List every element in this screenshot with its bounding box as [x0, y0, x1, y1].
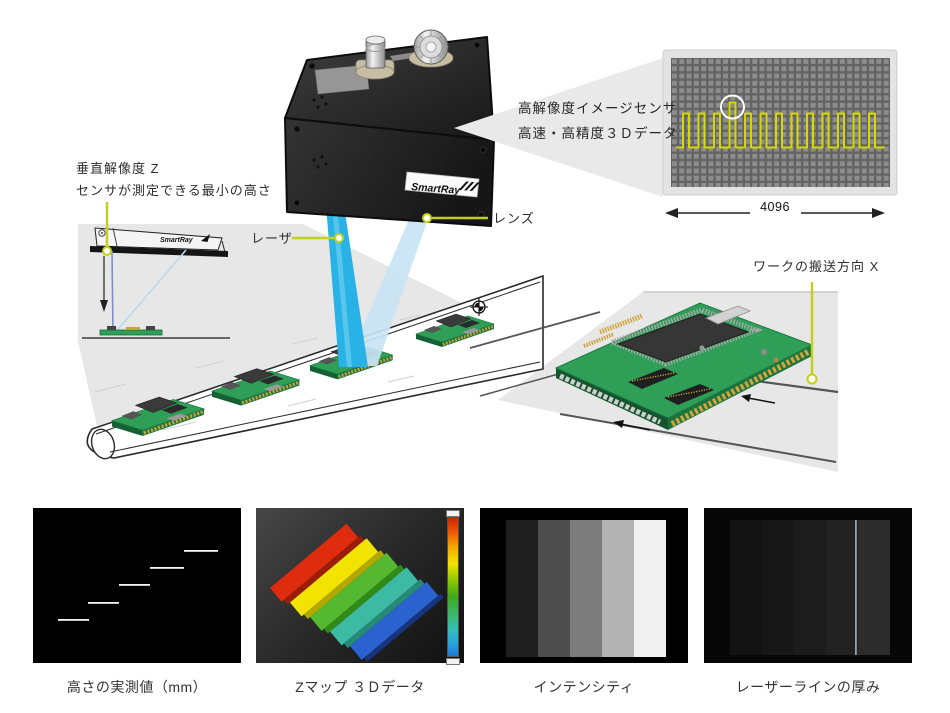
caption-intensity: インテンシティ — [533, 679, 635, 695]
transport-direction-label: ワークの搬送方向 X — [753, 259, 880, 274]
pcb-gold — [126, 327, 140, 330]
brand-label: SmartRay — [404, 171, 480, 198]
lens-label: レンズ — [493, 211, 535, 226]
belt-rails-zoomed — [469, 311, 839, 463]
qfp-pins — [604, 307, 764, 367]
pcb-zoomed — [554, 302, 814, 430]
brand-wing-small-icon — [201, 234, 210, 242]
screw-dot — [101, 232, 103, 234]
laser-callout-dot — [334, 233, 344, 243]
sensor-width-4096: 4096 — [760, 200, 790, 214]
zmap-colorbar — [447, 515, 459, 657]
image-sensor-label-2: 高速・高精度３Ｄデータ — [518, 126, 678, 141]
brand-text-small: SmartRay — [160, 237, 194, 244]
vertical-resolution-label-1: 垂直解像度 Z — [76, 161, 160, 176]
panel-zmap-3d — [256, 508, 464, 665]
lens-view-cone — [346, 210, 431, 366]
connector-round — [408, 29, 454, 68]
gold-header — [599, 313, 643, 335]
caption-height-profile: 高さの実測値（mm） — [66, 679, 208, 695]
zmap-staircase — [270, 523, 444, 662]
laser-label: レーザ — [251, 231, 293, 246]
laser-profile-wave — [676, 101, 885, 149]
width-dimension-arrow — [665, 208, 885, 218]
qfp-chip — [616, 313, 750, 363]
callout-lines — [292, 213, 818, 385]
lens-callout-dot — [422, 213, 432, 223]
belt-near-inner-line — [109, 361, 541, 453]
sensor-side-outline — [94, 227, 223, 251]
vertical-resolution-label-2: センサが測定できる最小の高さ — [76, 183, 272, 198]
pixel-highlight-circle — [720, 94, 745, 120]
callout-wedge — [454, 58, 663, 197]
edge-connector-row — [558, 373, 662, 425]
belt-streaks — [93, 314, 421, 431]
belt-roller — [90, 428, 116, 460]
caption-zmap: Zマップ ３Ｄデータ — [295, 679, 425, 695]
black-connector-1 — [628, 368, 678, 389]
pcb-chip — [107, 326, 116, 330]
imager-callout — [454, 49, 898, 218]
vertical-resolution-schematic: SmartRay — [82, 202, 230, 339]
sensor-side-base — [90, 246, 228, 257]
pcb-side-view — [99, 329, 163, 336]
colorbar-min-mark — [446, 658, 460, 665]
main-diagram-canvas: SmartRay — [78, 29, 898, 472]
panel-intensity — [480, 508, 688, 663]
height-arrow-head — [100, 300, 108, 312]
laser-beam-highlight — [332, 205, 352, 367]
housing-line-right — [221, 240, 227, 257]
lens-sightline-schematic — [113, 249, 187, 335]
height-step-lines — [58, 550, 218, 621]
corner-screws — [293, 41, 487, 219]
screw-glyph — [98, 229, 106, 237]
colorbar-max-mark — [446, 510, 460, 517]
housing-line — [112, 227, 118, 247]
connector-sma — [355, 35, 395, 80]
intensity-bars — [506, 520, 666, 657]
left-schematic-panel-bg — [78, 224, 462, 426]
bright-laser-line — [855, 520, 857, 655]
crosshair-icon — [470, 298, 488, 316]
brand-wing-icon — [458, 181, 480, 191]
vent-dots — [312, 95, 328, 169]
sensor-housing: SmartRay — [284, 29, 495, 227]
transport-callout-dot — [806, 373, 818, 385]
white-connector — [705, 305, 752, 325]
panel-laser-thickness — [704, 508, 912, 663]
top-label-plate — [314, 64, 370, 95]
vres-callout-dot — [102, 246, 112, 256]
caption-laser-thickness: レーザーラインの厚み — [735, 679, 881, 695]
motion-arrows — [613, 394, 776, 431]
laser-thickness-bars — [730, 520, 890, 655]
laser-line-schematic — [111, 250, 114, 336]
pcb-chip — [146, 326, 155, 330]
brand-text: SmartRay — [411, 181, 462, 197]
black-connector-2 — [664, 384, 714, 405]
image-sensor-label-1: 高解像度イメージセンサ — [518, 101, 678, 116]
sensor-front-face — [284, 117, 495, 227]
panel-height-profile — [33, 508, 241, 663]
